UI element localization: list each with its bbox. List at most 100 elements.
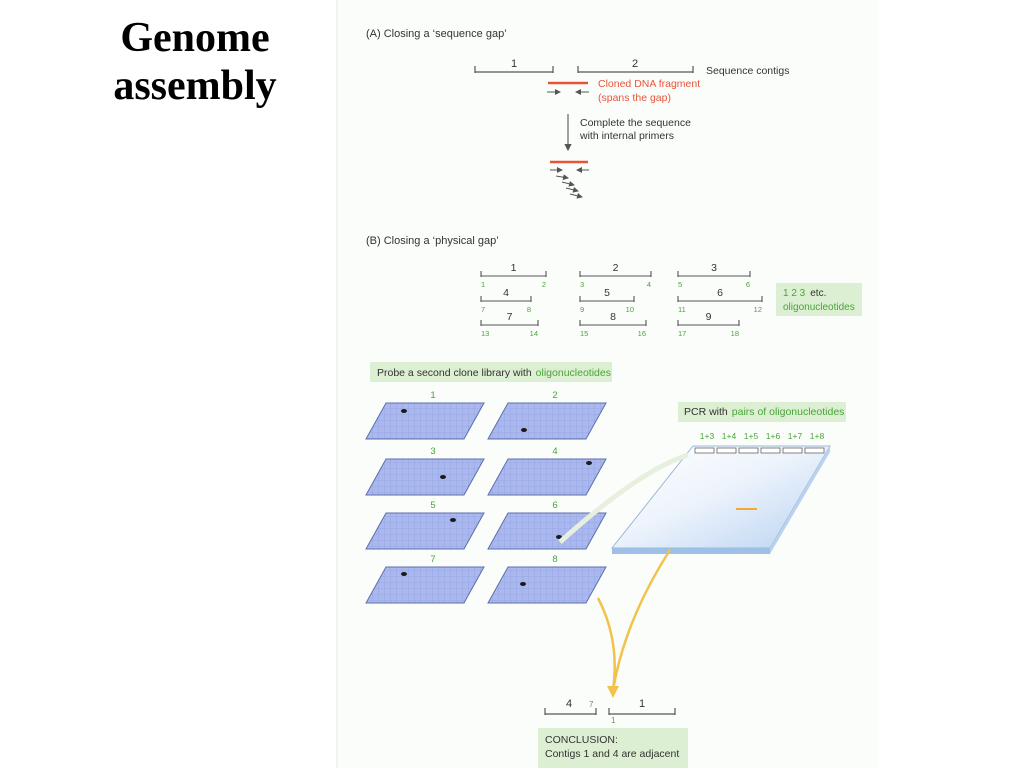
hybridization-spot [401,409,407,413]
pcr-lane-1+4: 1+4 [722,431,737,441]
slide-title: Genome assembly [113,15,277,109]
filter-3: 3 [365,446,485,496]
conclusion-text: Contigs 1 and 4 are adjacent [545,748,679,760]
contig-6: 6 11 12 [677,287,763,314]
hybridization-spot [586,461,592,465]
contig-9-right-end: 18 [731,329,739,338]
filter-4: 4 [487,446,607,496]
contig-1-right-end: 2 [542,280,546,289]
contig-7: 7 13 14 [480,311,539,338]
gel-edge [612,548,770,554]
contig-9-left-end: 17 [678,329,686,338]
contig-7-right-end: 14 [530,329,538,338]
filter-5-label: 5 [430,500,435,511]
conclusion-title: CONCLUSION: [545,734,618,746]
contig-1-left-end: 1 [481,280,485,289]
gel-wells [694,447,825,454]
pcr-gel [610,445,831,554]
gel-well [716,447,737,454]
filter-4-label: 4 [552,446,557,457]
contig-2-number: 2 [613,262,619,274]
oligo-legend-line2: oligonucleotides [783,302,855,313]
gel-well [782,447,803,454]
oligo-legend-line1: 1 2 3 etc. [783,288,826,299]
pcr-lane-1+3: 1+3 [700,431,715,441]
conclusion-contig-1 [608,708,676,715]
filter-6: 6 [487,500,607,550]
contig-4-number: 4 [503,287,509,299]
sequencing-reads [550,167,589,199]
pcr-label: PCR with pairs of oligonucleotides [684,406,844,418]
contig-5-right-end: 10 [626,305,634,314]
step-label-2: with internal primers [579,130,674,142]
contig-4-right-end: 8 [527,305,531,314]
contig-6-right-end: 12 [754,305,762,314]
contig-1: 1 1 2 [480,262,547,289]
filter-1: 1 [365,390,485,440]
hybridization-spot [450,518,456,522]
contig-2-left-end: 3 [580,280,584,289]
pcr-label-prefix: PCR with [684,406,728,418]
filter-7: 7 [365,554,485,604]
conclusion-contig-1-number: 1 [639,698,645,710]
contig-9-number: 9 [706,311,712,323]
contig-2-right-end: 4 [647,280,651,289]
contig-7-number: 7 [507,311,513,323]
filter-2-label: 2 [552,390,557,401]
gel-side [770,446,830,554]
filter-5: 5 [365,500,485,550]
oligo-legend-suffix: etc. [810,288,826,299]
contig-3-left-end: 5 [678,280,682,289]
contig-8-left-end: 15 [580,329,588,338]
hybridization-filters: 1 2 3 4 5 6 7 8 [365,390,607,604]
hybridization-spot [521,428,527,432]
conclusion-contig-4-end: 7 [589,700,594,709]
sequence-contigs-label: Sequence contigs [706,65,789,77]
panel-a-contig-2-number: 2 [632,58,638,70]
faint-connector [558,452,689,544]
pcr-label-box [678,402,846,422]
pcr-lane-1+6: 1+6 [766,431,781,441]
conclusion-contig-4-number: 4 [566,698,572,710]
panel-b-heading: (B) Closing a ‘physical gap’ [366,235,499,247]
contig-6-number: 6 [717,287,723,299]
oligo-legend-digits: 1 2 3 [783,288,806,299]
contig-9: 9 17 18 [677,311,740,338]
contig-6-left-end: 11 [678,305,686,314]
contig-1-number: 1 [511,262,517,274]
hybridization-spot [440,475,446,479]
filter-3-label: 3 [430,446,435,457]
conclusion-contig-1-end: 1 [611,716,616,725]
contig-4-left-end: 7 [481,305,485,314]
gel-well [694,447,715,454]
hybridization-spot [520,582,526,586]
hybridization-spot [401,572,407,576]
probe-label-prefix: Probe a second clone library with [377,367,532,379]
probe-label-box [370,362,612,382]
cloned-fragment-label: Cloned DNA fragment [598,78,700,90]
contig-7-left-end: 13 [481,329,489,338]
cloned-fragment-sublabel: (spans the gap) [598,92,671,104]
contig-2: 2 3 4 [579,262,652,289]
contig-5-number: 5 [604,287,610,299]
oligo-legend-box [776,283,862,316]
conclusion-arrows [596,549,672,698]
panel-a-contig-1-number: 1 [511,58,517,70]
step-label-1: Complete the sequence [580,117,691,129]
conclusion-box [538,728,688,768]
pcr-lane-1+8: 1+8 [810,431,825,441]
pcr-label-highlight: pairs of oligonucleotides [732,406,845,418]
pcr-lane-1+5: 1+5 [744,431,759,441]
contig-8-number: 8 [610,311,616,323]
panel-a-contig-2 [577,66,694,73]
contig-3-right-end: 6 [746,280,750,289]
filter-1-label: 1 [430,390,435,401]
filter-6-label: 6 [552,500,557,511]
filter-8-label: 8 [552,554,557,565]
